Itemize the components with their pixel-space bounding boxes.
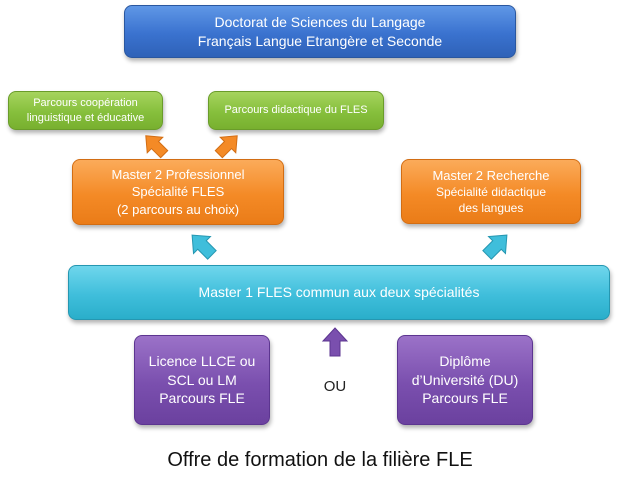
parcours-cooperation-line2: linguistique et éducative (26, 111, 145, 124)
diagram-caption: Offre de formation de la filière FLE (167, 449, 473, 471)
parcours-cooperation-line1: Parcours coopération (33, 96, 138, 109)
master2-recherche-line2: Spécialité didactique (435, 185, 547, 200)
doctorat-line2: Français Langue Etrangère et Seconde (197, 32, 443, 49)
licence-line1: Licence LLCE ou (148, 352, 256, 369)
master2-pro-line1: Master 2 Professionnel (111, 166, 245, 182)
master1-line1: Master 1 FLES commun aux deux spécialité… (198, 284, 480, 301)
parcours-didactique-line1: Parcours didactique du FLES (224, 104, 368, 117)
master2-pro-line2: Spécialité FLES (131, 184, 225, 200)
parcours-cooperation-box: Parcours coopération linguistique et édu… (8, 91, 163, 130)
master2-recherche-line3: des langues (458, 201, 524, 216)
arrow-to-didactique (214, 135, 238, 159)
arrow-to-cooperation (145, 135, 169, 159)
master2-recherche-line1: Master 2 Recherche (432, 167, 550, 183)
du-line1: Diplôme (439, 352, 491, 369)
arrow-to-master2-pro (191, 234, 217, 260)
master2-pro-box: Master 2 Professionnel Spécialité FLES (… (72, 159, 284, 225)
licence-line2: SCL ou LM (167, 371, 237, 388)
licence-box: Licence LLCE ou SCL ou LM Parcours FLE (134, 335, 270, 425)
du-box: Diplôme d’Université (DU) Parcours FLE (397, 335, 533, 425)
doctorat-line1: Doctorat de Sciences du Langage (214, 13, 426, 30)
doctorat-box: Doctorat de Sciences du Langage Français… (124, 5, 516, 58)
parcours-didactique-box: Parcours didactique du FLES (208, 91, 384, 130)
master2-recherche-box: Master 2 Recherche Spécialité didactique… (401, 159, 581, 224)
arrow-to-master2-recherche (482, 234, 508, 260)
master2-pro-line3: (2 parcours au choix) (116, 201, 240, 217)
licence-line3: Parcours FLE (159, 390, 245, 407)
du-line2: d’Université (DU) (411, 371, 519, 388)
du-line3: Parcours FLE (422, 390, 508, 407)
ou-connector: OU (323, 378, 347, 395)
master1-box: Master 1 FLES commun aux deux spécialité… (68, 265, 610, 320)
arrow-to-master1 (321, 327, 349, 357)
